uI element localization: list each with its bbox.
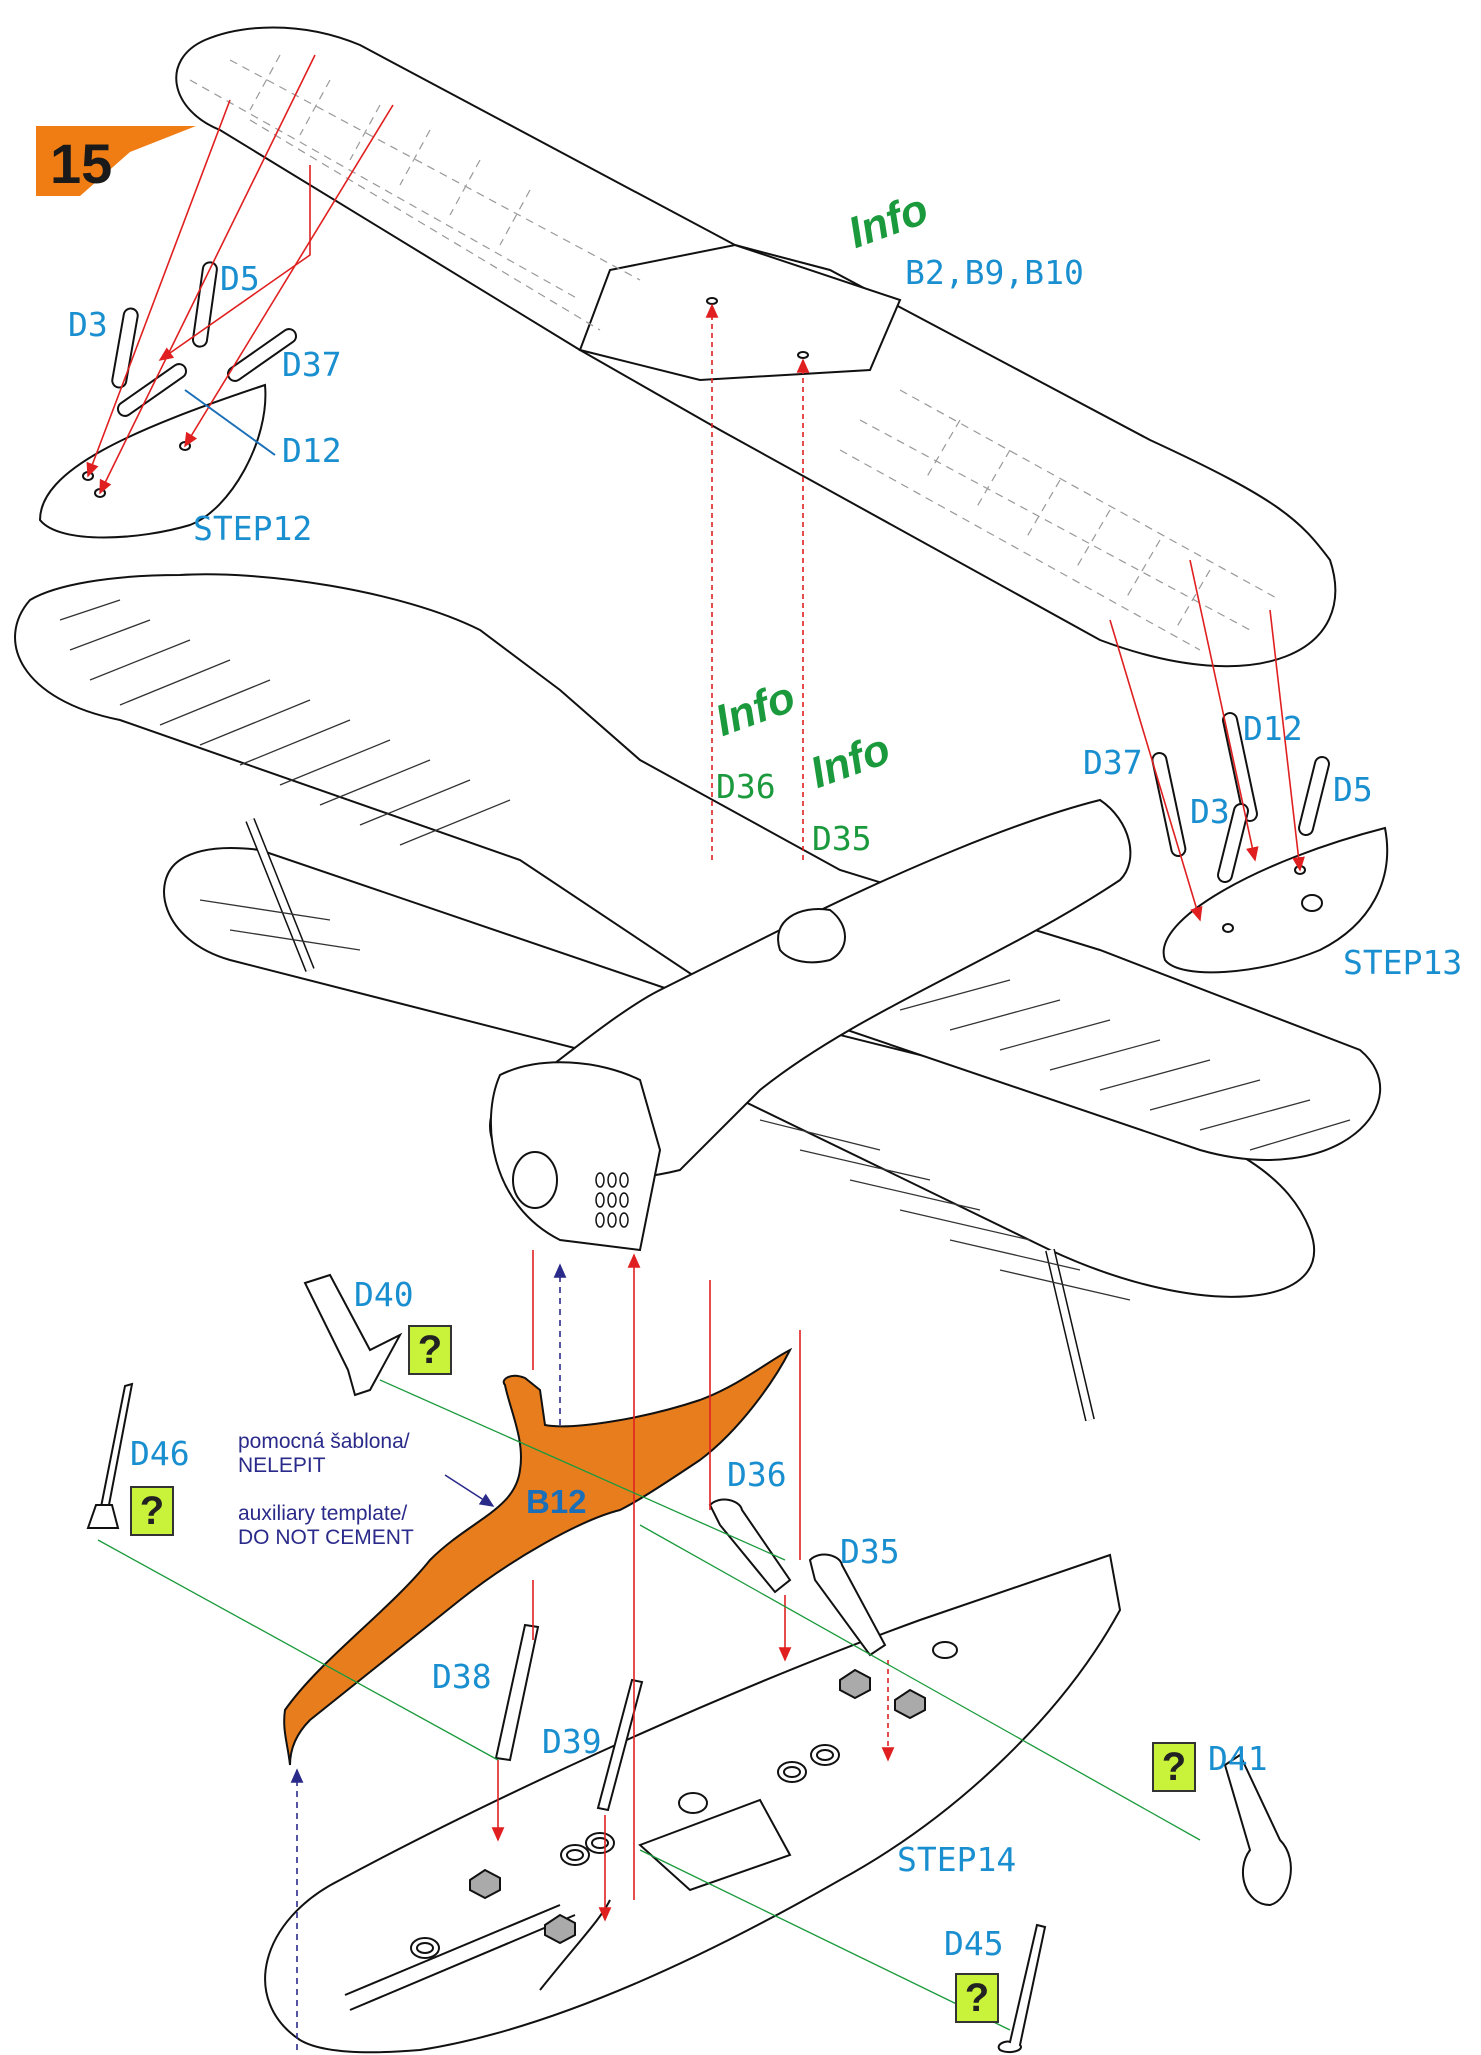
label-d38: D38: [432, 1657, 492, 1696]
label-d3-right: D3: [1190, 792, 1230, 831]
label-d46: D46: [130, 1434, 190, 1473]
label-d45: D45: [944, 1924, 1004, 1963]
step14-label: STEP14: [897, 1840, 1017, 1879]
label-d39: D39: [542, 1722, 602, 1761]
float-step12: [38, 383, 267, 539]
leader-lines: [97, 1379, 1201, 2031]
template-note-line2: NELEPIT: [238, 1454, 326, 1478]
float-step13: [1162, 826, 1389, 974]
float-step14: [264, 1553, 1122, 2054]
label-d12-left: D12: [282, 431, 342, 470]
label-d41: D41: [1208, 1739, 1268, 1778]
wing-ribs: [59, 599, 1351, 1301]
label-d35: D35: [840, 1532, 900, 1571]
question-box-d40: ?: [408, 1325, 452, 1375]
label-d3-left: D3: [68, 305, 108, 344]
template-note-cz: pomocná šablona/ NELEPIT: [238, 1430, 410, 1478]
template-note-en: auxiliary template/ DO NOT CEMENT: [238, 1502, 414, 1550]
biplane: [14, 573, 1382, 1422]
template-note-line1: pomocná šablona/: [238, 1430, 410, 1453]
label-d37-left: D37: [282, 345, 342, 384]
info-ref-d36: D36: [716, 767, 776, 806]
d12-leader: [184, 389, 276, 456]
loose-parts: [86, 1273, 1292, 2054]
info-ref-d35: D35: [812, 819, 872, 858]
label-d5-left: D5: [220, 259, 260, 298]
upper-wing: [175, 26, 1337, 668]
b12-label: B12: [526, 1483, 587, 1520]
question-box-d41: ?: [1152, 1742, 1196, 1792]
step12-label: STEP12: [193, 509, 313, 548]
struts-right: [1151, 712, 1330, 884]
template-note-line3: auxiliary template/: [238, 1502, 408, 1525]
label-d37-right: D37: [1083, 743, 1143, 782]
label-d12-right: D12: [1243, 709, 1303, 748]
label-d5-right: D5: [1333, 770, 1373, 809]
label-d40: D40: [354, 1275, 414, 1314]
info-ref-top-wing: B2,B9,B10: [905, 253, 1084, 292]
step-number: 15: [50, 132, 113, 195]
step13-label: STEP13: [1343, 943, 1463, 982]
struts-left: [111, 261, 298, 417]
assembly-arrows: [86, 54, 1305, 1922]
b12-template: [283, 1347, 793, 1766]
cowling-louvres: [595, 1172, 629, 1228]
label-d36: D36: [727, 1455, 787, 1494]
step-badge-shape: [36, 126, 196, 196]
question-box-d45: ?: [955, 1973, 999, 2023]
template-arrows: [290, 1263, 567, 2050]
question-box-d46: ?: [130, 1486, 174, 1536]
template-note-line4: DO NOT CEMENT: [238, 1526, 414, 1550]
